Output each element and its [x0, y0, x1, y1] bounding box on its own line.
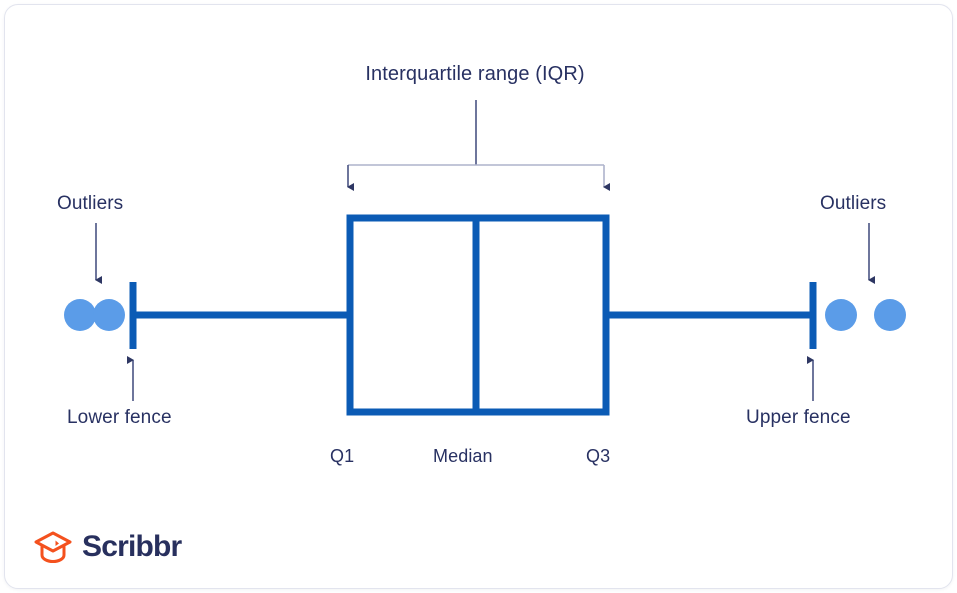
lower-fence-label: Lower fence — [67, 407, 172, 428]
outliers-left-label: Outliers — [57, 193, 124, 214]
scribbr-logo: Scribbr — [33, 529, 182, 565]
figure-card: Interquartile range (IQR) Outliers Outli… — [4, 4, 953, 589]
q3-label: Q3 — [586, 446, 611, 466]
scribbr-wordmark: Scribbr — [82, 530, 182, 563]
iqr-title: Interquartile range (IQR) — [365, 63, 585, 85]
outlier-point — [874, 299, 906, 331]
outliers-right-label: Outliers — [820, 193, 887, 214]
median-label: Median — [433, 446, 493, 466]
upper-fence-label: Upper fence — [746, 407, 851, 428]
q1-label: Q1 — [330, 446, 355, 466]
outlier-point — [64, 299, 96, 331]
graduation-cap-icon — [34, 531, 72, 563]
box-plot-figure — [64, 100, 906, 416]
outlier-point — [825, 299, 857, 331]
outlier-point — [93, 299, 125, 331]
